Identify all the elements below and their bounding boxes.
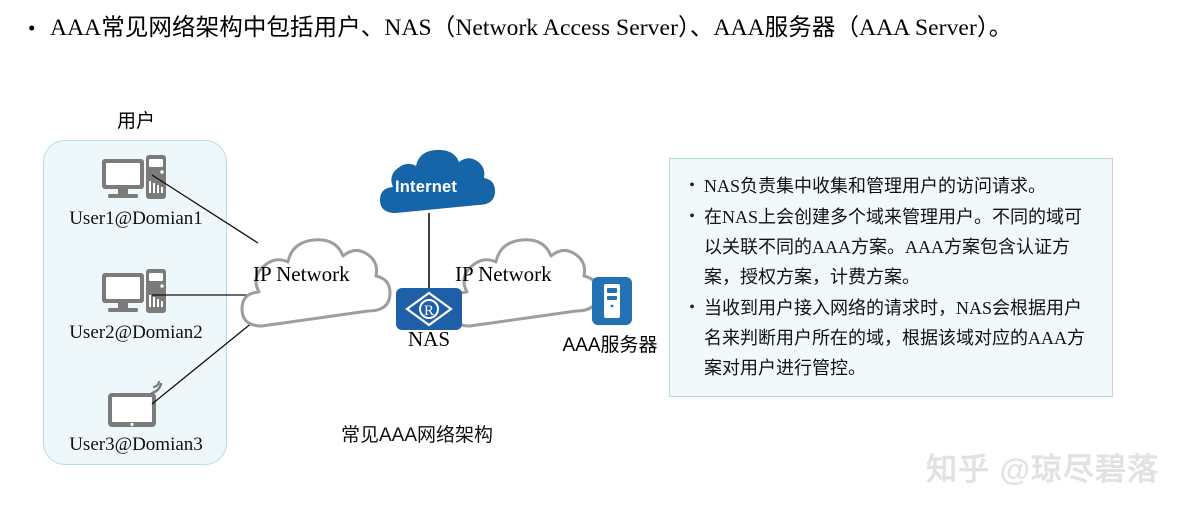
info-item: • 当收到用户接入网络的请求时，NAS会根据用户名来判断用户所在的域，根据该域对… [680, 293, 1098, 383]
aaa-server-label: AAA服务器 [562, 335, 658, 356]
server-tower-icon [604, 284, 620, 318]
info-bullet-marker: • [689, 208, 695, 225]
user-entry-1[interactable]: User1@Domian1 [43, 152, 229, 230]
info-bullet-marker: • [689, 299, 695, 316]
desktop-pc-icon [43, 266, 229, 322]
header-bullet-block: • AAA常见网络架构中包括用户、NAS（Network Access Serv… [28, 8, 1173, 48]
internet-label: Internet [394, 178, 458, 196]
info-item: • NAS负责集中收集和管理用户的访问请求。 [680, 171, 1098, 201]
aaa-server-box [592, 277, 632, 325]
info-item: • 在NAS上会创建多个域来管理用户。不同的域可以关联不同的AAA方案。AAA方… [680, 202, 1098, 292]
header-bullet-marker: • [28, 16, 36, 40]
watermark: 知乎 @琼尽碧落 [926, 452, 1159, 487]
info-item-text: 当收到用户接入网络的请求时，NAS会根据用户名来判断用户所在的域，根据该域对应的… [704, 298, 1085, 378]
info-item-text: 在NAS上会创建多个域来管理用户。不同的域可以关联不同的AAA方案。AAA方案包… [704, 207, 1083, 287]
diagram-caption: 常见AAA网络架构 [341, 425, 494, 446]
user-entry-2[interactable]: User2@Domian2 [43, 266, 229, 344]
svg-text:R: R [424, 303, 434, 319]
info-bullet-marker: • [689, 177, 695, 194]
router-r-icon: R [405, 291, 453, 327]
nas-label: NAS [407, 327, 450, 351]
header-row: • AAA常见网络架构中包括用户、NAS（Network Access Serv… [28, 8, 1173, 48]
desktop-pc-icon [43, 152, 229, 208]
user-caption: User1@Domian1 [69, 208, 203, 229]
tablet-wifi-icon [43, 378, 229, 434]
ip-network-right-label: IP Network [455, 262, 552, 286]
user-caption: User2@Domian2 [69, 322, 203, 343]
user-caption: User3@Domian3 [69, 434, 203, 455]
info-panel: • NAS负责集中收集和管理用户的访问请求。 • 在NAS上会创建多个域来管理用… [669, 158, 1113, 397]
nas-router-box [396, 288, 462, 330]
users-group-label: 用户 [116, 111, 155, 132]
header-paragraph: AAA常见网络架构中包括用户、NAS（Network Access Server… [50, 15, 1013, 41]
info-item-text: NAS负责集中收集和管理用户的访问请求。 [704, 176, 1047, 196]
ip-network-left-label: IP Network [253, 262, 350, 286]
user-entry-3[interactable]: User3@Domian3 [43, 378, 229, 456]
